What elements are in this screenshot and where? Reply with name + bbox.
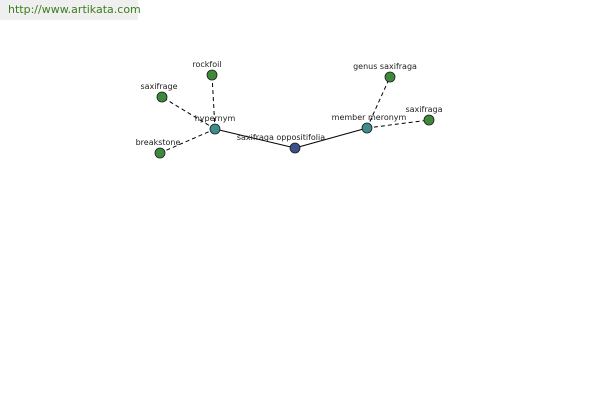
- term-node-saxifrage[interactable]: [156, 91, 168, 103]
- center-node-label: saxifraga oppositifolia: [237, 133, 325, 142]
- term-node-genus-saxifraga[interactable]: [384, 71, 396, 83]
- term-node-saxifraga[interactable]: [423, 114, 435, 126]
- term-label-breakstone: breakstone: [136, 138, 181, 147]
- term-node-rockfoil[interactable]: [206, 69, 218, 81]
- edge-center-to-hypernym: [214, 128, 296, 149]
- term-label-saxifraga: saxifraga: [405, 105, 442, 114]
- edge-center-to-member-meronym: [294, 127, 368, 149]
- edge-member-meronym-to-saxifraga: [366, 119, 430, 129]
- term-node-breakstone[interactable]: [154, 147, 166, 159]
- term-label-saxifrage: saxifrage: [140, 82, 177, 91]
- relation-node-hypernym[interactable]: [209, 123, 221, 135]
- edge-hypernym-to-rockfoil: [211, 74, 216, 130]
- relation-label-member-meronym: member meronym: [332, 113, 407, 122]
- term-label-rockfoil: rockfoil: [192, 60, 221, 69]
- relation-label-hypernym: hypernym: [195, 114, 236, 123]
- node-layer: [154, 69, 435, 159]
- edge-layer: [159, 74, 430, 154]
- term-label-genus-saxifraga: genus saxifraga: [353, 62, 417, 71]
- edge-hypernym-to-saxifrage: [161, 96, 216, 130]
- site-url-link[interactable]: http://www.artikata.com: [0, 0, 141, 20]
- relation-node-member-meronym[interactable]: [361, 122, 373, 134]
- label-layer: saxifraga oppositifolia hypernym rockfoil s…: [136, 60, 443, 147]
- edge-member-meronym-to-genus-saxifraga: [366, 76, 391, 129]
- center-node[interactable]: [289, 142, 301, 154]
- edge-hypernym-to-breakstone: [159, 128, 216, 154]
